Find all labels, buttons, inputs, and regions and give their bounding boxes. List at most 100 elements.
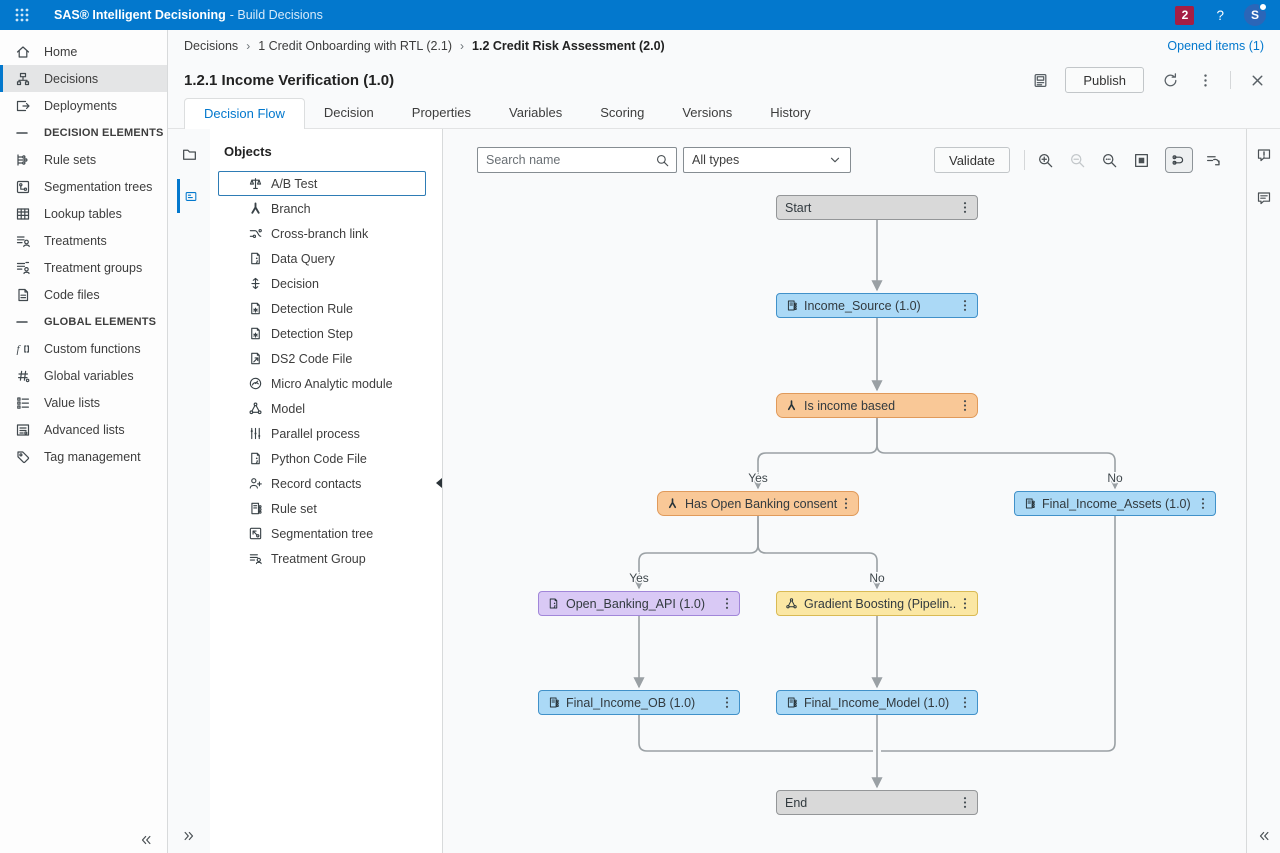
objects-item-ds2-code-file[interactable]: DS2 Code File <box>218 346 426 371</box>
node-label: Gradient Boosting (Pipelin... <box>804 596 957 611</box>
kebab-menu-icon[interactable] <box>1195 496 1211 511</box>
breadcrumb-item[interactable]: 1 Credit Onboarding with RTL (2.1) <box>258 39 453 53</box>
rail-folder-button[interactable] <box>168 137 210 171</box>
more-options-icon[interactable] <box>1197 72 1214 89</box>
objects-item-treatment-group[interactable]: Treatment Group <box>218 546 426 571</box>
tab-properties[interactable]: Properties <box>411 105 472 120</box>
kebab-menu-icon[interactable] <box>957 795 973 810</box>
rail-expand-icon[interactable] <box>182 829 196 843</box>
sidebar-item-advanced-lists[interactable]: Advanced lists <box>0 416 167 443</box>
objects-item-segmentation-tree[interactable]: Segmentation tree <box>218 521 426 546</box>
flow-node-final-income-model[interactable]: Final_Income_Model (1.0) <box>776 690 978 715</box>
sidebar-item-home[interactable]: Home <box>0 38 167 65</box>
type-filter-select[interactable]: All types <box>683 147 851 173</box>
kebab-menu-icon[interactable] <box>957 298 973 313</box>
flow-node-final-income-assets[interactable]: Final_Income_Assets (1.0) <box>1014 491 1216 516</box>
help-button[interactable]: ? <box>1216 7 1224 23</box>
publish-button[interactable]: Publish <box>1065 67 1144 93</box>
flow-node-has-open-banking-consent[interactable]: Has Open Banking consent <box>657 491 859 516</box>
kebab-menu-icon[interactable] <box>838 496 854 511</box>
fit-to-screen-icon[interactable] <box>1133 152 1150 169</box>
show-connections-toggle[interactable] <box>1165 147 1193 173</box>
kebab-menu-icon[interactable] <box>957 398 973 413</box>
sidebar-item-treatments[interactable]: Treatments <box>0 227 167 254</box>
objects-item-ab-test[interactable]: A/B Test <box>218 171 426 196</box>
flow-node-open-banking-api[interactable]: Open_Banking_API (1.0) <box>538 591 740 616</box>
kebab-menu-icon[interactable] <box>719 596 735 611</box>
flow-node-gradient-boosting[interactable]: Gradient Boosting (Pipelin... <box>776 591 978 616</box>
sidebar-item-treatment-groups[interactable]: Treatment groups <box>0 254 167 281</box>
objects-item-label: Segmentation tree <box>271 526 374 541</box>
sidebar-item-label: Custom functions <box>44 341 141 356</box>
objects-item-model[interactable]: Model <box>218 396 426 421</box>
validate-button[interactable]: Validate <box>933 147 1010 173</box>
tag-management-icon <box>15 449 31 465</box>
app-switcher-icon[interactable] <box>14 7 30 23</box>
refresh-icon[interactable] <box>1162 72 1179 89</box>
tab-decision[interactable]: Decision <box>323 105 374 120</box>
tab-decision-flow[interactable]: Decision Flow <box>184 98 305 129</box>
sidebar-item-value-lists[interactable]: Value lists <box>0 389 167 416</box>
node-label: Start <box>785 200 812 215</box>
zoom-in-icon[interactable] <box>1037 152 1054 169</box>
page-title: 1.2.1 Income Verification (1.0) <box>184 71 395 89</box>
notification-badge[interactable]: 2 <box>1175 5 1195 25</box>
objects-item-label: Model <box>271 401 306 416</box>
tab-scoring[interactable]: Scoring <box>600 105 645 120</box>
objects-item-label: Micro Analytic module <box>271 376 393 391</box>
objects-item-cross-branch-link[interactable]: Cross-branch link <box>218 221 426 246</box>
avatar[interactable]: S <box>1244 3 1267 26</box>
opened-items-link[interactable]: Opened items (1) <box>1167 39 1264 53</box>
sidebar-item-custom-functions[interactable]: f Custom functions <box>0 335 167 362</box>
objects-item-decision[interactable]: Decision <box>218 271 426 296</box>
objects-item-detection-rule[interactable]: Detection Rule <box>218 296 426 321</box>
breadcrumb-item[interactable]: Decisions <box>184 39 239 53</box>
flow-node-is-income-based[interactable]: Is income based <box>776 393 978 418</box>
sidebar-item-global-variables[interactable]: Global variables <box>0 362 167 389</box>
objects-item-detection-step[interactable]: Detection Step <box>218 321 426 346</box>
comments-icon[interactable] <box>1256 190 1272 206</box>
sidebar-item-decisions[interactable]: Decisions <box>0 65 167 92</box>
panel-collapse-handle[interactable] <box>436 478 442 488</box>
tab-variables[interactable]: Variables <box>509 105 563 120</box>
right-rail-collapse-icon[interactable] <box>1257 829 1271 843</box>
sidebar-collapse-icon[interactable] <box>139 833 153 847</box>
rule-set-icon <box>785 696 798 709</box>
objects-item-micro-analytic-module[interactable]: Micro Analytic module <box>218 371 426 396</box>
record-contacts-icon <box>248 476 263 491</box>
flow-node-final-income-ob[interactable]: Final_Income_OB (1.0) <box>538 690 740 715</box>
search-icon[interactable] <box>655 153 670 168</box>
kebab-menu-icon[interactable] <box>719 695 735 710</box>
rail-objects-button[interactable] <box>177 179 198 213</box>
kebab-menu-icon[interactable] <box>957 200 973 215</box>
tab-history[interactable]: History <box>770 105 811 120</box>
kebab-menu-icon[interactable] <box>957 596 973 611</box>
sidebar-item-segmentation-trees[interactable]: Segmentation trees <box>0 173 167 200</box>
flow-node-start[interactable]: Start <box>776 195 978 220</box>
objects-item-parallel-process[interactable]: Parallel process <box>218 421 426 446</box>
rule-set-icon <box>547 696 560 709</box>
node-label: Open_Banking_API (1.0) <box>566 596 705 611</box>
objects-item-python-code-file[interactable]: Python Code File <box>218 446 426 471</box>
kebab-menu-icon[interactable] <box>957 695 973 710</box>
sidebar-item-deployments[interactable]: Deployments <box>0 92 167 119</box>
search-input[interactable] <box>486 153 655 167</box>
journal-icon[interactable] <box>1032 72 1049 89</box>
sidebar-item-code-files[interactable]: Code files <box>0 281 167 308</box>
zoom-actual-icon[interactable] <box>1101 152 1118 169</box>
objects-item-branch[interactable]: Branch <box>218 196 426 221</box>
objects-item-rule-set[interactable]: Rule set <box>218 496 426 521</box>
flow-node-end[interactable]: End <box>776 790 978 815</box>
objects-item-data-query[interactable]: Data Query <box>218 246 426 271</box>
tab-versions[interactable]: Versions <box>682 105 733 120</box>
flow-node-income-source[interactable]: Income_Source (1.0) <box>776 293 978 318</box>
close-icon[interactable] <box>1249 72 1266 89</box>
sidebar-item-rule-sets[interactable]: Rule sets <box>0 146 167 173</box>
reroute-connections-icon[interactable] <box>1205 152 1222 169</box>
sidebar-item-lookup-tables[interactable]: Lookup tables <box>0 200 167 227</box>
issues-icon[interactable] <box>1256 147 1272 163</box>
zoom-out-icon[interactable] <box>1069 152 1086 169</box>
sidebar-item-tag-management[interactable]: Tag management <box>0 443 167 470</box>
objects-item-record-contacts[interactable]: Record contacts <box>218 471 426 496</box>
section-dash-icon <box>15 125 31 141</box>
